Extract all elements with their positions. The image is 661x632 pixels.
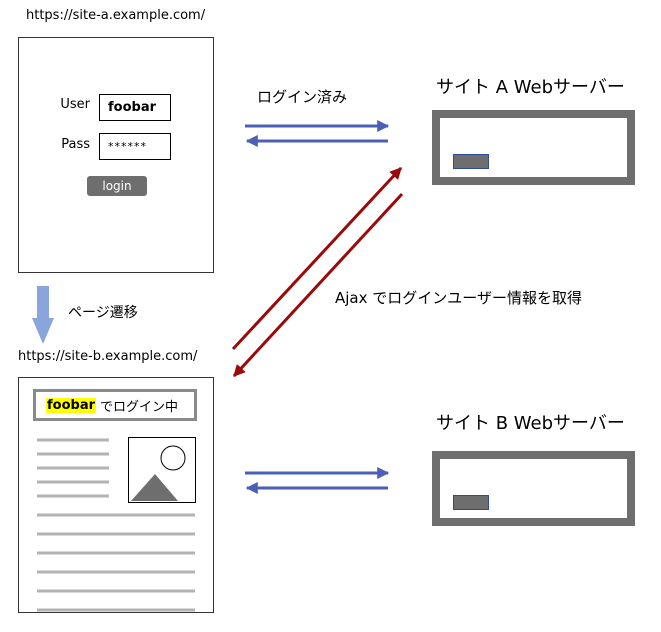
site-a-url: https://site-a.example.com/ — [26, 8, 206, 23]
server-b-slot — [453, 495, 489, 510]
page-transition-label: ページ遷移 — [68, 305, 138, 321]
site-b-browser-window: foobar でログイン中 — [18, 377, 214, 613]
password-input[interactable]: ****** — [99, 133, 171, 160]
ajax-response-arrow — [232, 192, 404, 378]
server-a-box — [432, 110, 635, 185]
ajax-request-arrow — [231, 166, 403, 351]
logged-in-label: ログイン済み — [257, 88, 348, 106]
server-b-box — [432, 451, 635, 526]
server-b-title: サイト B Webサーバー — [436, 413, 625, 434]
login-status-banner: foobar でログイン中 — [33, 389, 197, 421]
page-text-lines — [37, 438, 195, 612]
banner-status-text: でログイン中 — [100, 399, 179, 415]
server-a-slot — [453, 154, 489, 169]
site-b-url: https://site-b.example.com/ — [18, 349, 198, 364]
image-placeholder-icon — [128, 437, 196, 503]
ajax-label: Ajax でログインユーザー情報を取得 — [335, 289, 582, 307]
down-arrow-icon — [32, 286, 54, 344]
banner-username: foobar — [46, 397, 97, 413]
server-a-title: サイト A Webサーバー — [436, 77, 625, 98]
user-label: User — [60, 97, 90, 112]
pass-label: Pass — [61, 137, 90, 152]
login-button[interactable]: login — [87, 176, 147, 196]
user-input[interactable]: foobar — [99, 94, 171, 121]
site-a-browser-window: User foobar Pass ****** login — [18, 37, 214, 273]
